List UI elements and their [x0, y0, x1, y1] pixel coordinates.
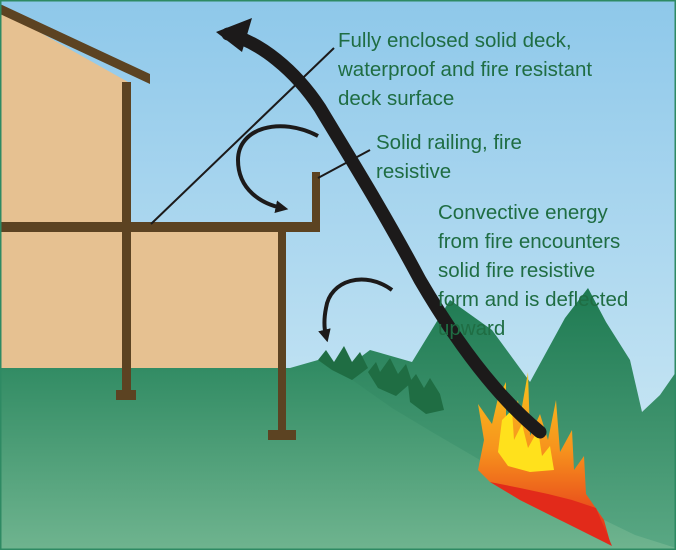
convective-label-line-4: form and is deflected	[438, 288, 629, 311]
deflection-arrow-lower	[318, 277, 394, 343]
railing-leader-line	[317, 149, 371, 179]
roof-fascia	[0, 4, 150, 84]
convective-label: Convective energy from fire encounters s…	[438, 198, 628, 343]
convective-arrow-head	[216, 18, 252, 52]
house-lower-wall	[0, 232, 280, 368]
deflection-arrow-upper	[235, 124, 319, 214]
deck-railing	[312, 172, 320, 232]
convective-energy-arrow	[221, 27, 547, 439]
deck-label-line-1: Fully enclosed solid deck,	[338, 29, 572, 52]
convective-label-line-3: solid fire resistive	[438, 259, 596, 282]
post-left-lower	[122, 368, 131, 394]
railing-label-line-2: resistive	[376, 160, 452, 183]
post-footing-right	[268, 430, 296, 440]
deck-support-post	[278, 232, 286, 434]
railing-label: Solid railing, fire resistive	[376, 128, 522, 186]
deck-label-line-2: waterproof and fire resistant	[338, 58, 593, 81]
railing-label-line-1: Solid railing, fire	[376, 131, 522, 154]
wildfire-flames	[478, 372, 612, 546]
convective-label-line-1: Convective energy	[438, 201, 608, 224]
convective-label-line-2: from fire encounters	[438, 230, 621, 253]
convective-label-line-5: upward	[438, 317, 506, 340]
ground-slope	[0, 360, 676, 550]
house-upper-wall	[0, 10, 128, 224]
deck-label: Fully enclosed solid deck, waterproof an…	[338, 26, 592, 113]
deck-label-line-3: deck surface	[338, 87, 455, 110]
shrubs	[318, 346, 444, 414]
deck-platform	[0, 222, 320, 232]
post-footing-left	[116, 390, 136, 400]
